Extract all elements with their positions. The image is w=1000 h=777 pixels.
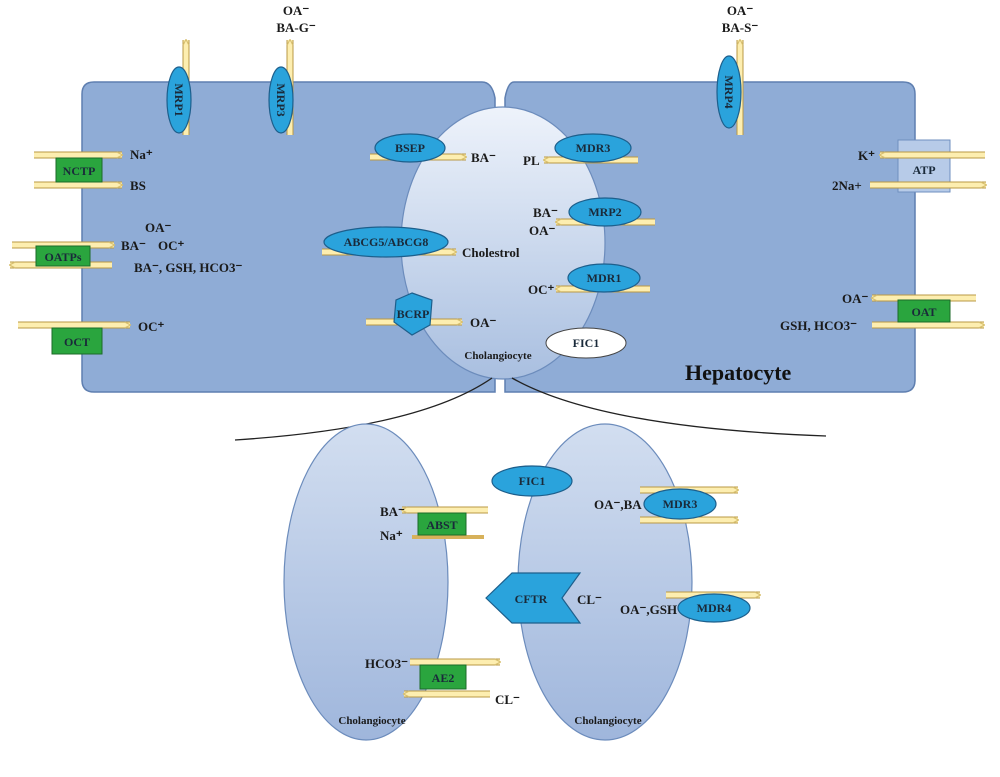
abcg-label: ABCG5/ABCG8 — [344, 235, 429, 249]
oatp-substrate-out: BA⁻, GSH, HCO3⁻ — [134, 260, 242, 275]
mrp2-substrate-ba: BA⁻ — [533, 205, 558, 220]
cholangiocyte-right-label: Cholangiocyte — [574, 715, 641, 727]
mrp4-top-label: MRP4 — [722, 75, 736, 108]
oatp-substrate-oc: OC⁺ — [158, 238, 185, 253]
mrp1-transporter: MRP1 — [166, 40, 192, 135]
oct-substrate-oc: OC⁺ — [138, 319, 165, 334]
oatps-label: OATPs — [44, 250, 81, 264]
abst-label: ABST — [426, 518, 457, 532]
cholangiocyte-left-label: Cholangiocyte — [338, 715, 405, 727]
mdr4-bottom-label: MDR4 — [697, 601, 732, 615]
fic1-bottom-transporter: FIC1 — [491, 465, 573, 497]
mrp4-substrate-oa: OA⁻ — [727, 3, 754, 18]
cftr-substrate-cl: CL⁻ — [577, 592, 602, 607]
abcg5-abcg8-transporter: ABCG5/ABCG8 — [322, 226, 456, 258]
abst-substrate-na: Na⁺ — [380, 528, 403, 543]
abst-transporter: ABST — [402, 506, 488, 539]
cholangiocyte-left-body — [283, 423, 449, 741]
ae2-substrate-hco3: HCO3⁻ — [365, 656, 408, 671]
mrp3-substrate-oa: OA⁻ — [283, 3, 310, 18]
abst-substrate-ba: BA⁻ — [380, 504, 405, 519]
atp-substrate-na: 2Na+ — [832, 178, 862, 193]
oatp-substrate-oa: OA⁻ — [145, 220, 172, 235]
oct-label: OCT — [64, 335, 90, 349]
bsep-substrate-ba: BA⁻ — [471, 150, 496, 165]
mdr4-bottom-transporter: MDR4 — [666, 591, 760, 623]
mdr1-transporter: MDR1 — [556, 263, 650, 293]
fic1-top-transporter: FIC1 — [545, 327, 627, 359]
connector-line-right — [511, 377, 827, 437]
nctp-substrate-na: Na⁺ — [130, 147, 153, 162]
atp-label: ATP — [912, 163, 935, 177]
mdr3-top-substrate-pl: PL — [523, 153, 540, 168]
fic1-top-label: FIC1 — [573, 336, 600, 350]
mrp3-label: MRP3 — [274, 83, 288, 116]
mrp2-label: MRP2 — [588, 205, 621, 219]
oat-substrate-oa: OA⁻ — [842, 291, 869, 306]
ae2-transporter: AE2 — [404, 658, 500, 698]
mdr1-label: MDR1 — [587, 271, 622, 285]
abcg-substrate-chol: Cholestrol — [462, 245, 520, 260]
mdr1-substrate-oc: OC⁺ — [528, 282, 555, 297]
nctp-label: NCTP — [63, 164, 96, 178]
ae2-substrate-cl: CL⁻ — [495, 692, 520, 707]
nctp-substrate-bs: BS — [130, 178, 146, 193]
mdr3-top-transporter: MDR3 — [544, 133, 638, 164]
bcrp-label: BCRP — [397, 307, 430, 321]
cholangiocyte-top-label: Cholangiocyte — [464, 350, 531, 362]
oatp-substrate-ba: BA⁻ — [121, 238, 146, 253]
oat-substrate-gsh: GSH, HCO3⁻ — [780, 318, 857, 333]
mdr3-bottom-transporter: MDR3 — [640, 486, 738, 524]
oatps-transporter: OATPs — [10, 241, 114, 269]
mdr3-top-label: MDR3 — [576, 141, 611, 155]
cftr-label: CFTR — [515, 592, 548, 606]
bcrp-transporter: BCRP — [366, 292, 462, 336]
mrp4-top-transporter: MRP4 — [716, 40, 744, 135]
mrp3-substrate-bag: BA-G⁻ — [276, 20, 316, 35]
mrp2-substrate-oa: OA⁻ — [529, 223, 556, 238]
mdr3-bottom-label: MDR3 — [663, 497, 698, 511]
cftr-transporter: CFTR — [485, 572, 582, 624]
oat-transporter: OAT — [872, 294, 984, 329]
hepatocyte-title: Hepatocyte — [685, 360, 792, 385]
mrp3-transporter: MRP3 — [268, 40, 294, 135]
atp-substrate-k: K⁺ — [858, 148, 875, 163]
mdr3-bottom-substrate: OA⁻,BA — [594, 497, 642, 512]
atp-transporter: ATP — [870, 139, 986, 193]
mdr4-bottom-substrate: OA⁻,GSH — [620, 602, 677, 617]
mrp4-substrate-bas: BA-S⁻ — [722, 20, 759, 35]
oct-transporter: OCT — [18, 321, 130, 355]
bcrp-substrate-oa: OA⁻ — [470, 315, 497, 330]
bsep-transporter: BSEP — [370, 133, 466, 163]
oat-label: OAT — [911, 305, 936, 319]
ae2-label: AE2 — [432, 671, 455, 685]
connector-line-left — [234, 377, 493, 441]
bsep-label: BSEP — [395, 141, 425, 155]
nctp-transporter: NCTP — [34, 151, 122, 189]
mrp2-transporter: MRP2 — [556, 197, 655, 227]
mrp1-label: MRP1 — [172, 83, 186, 116]
fic1-bottom-label: FIC1 — [519, 474, 546, 488]
